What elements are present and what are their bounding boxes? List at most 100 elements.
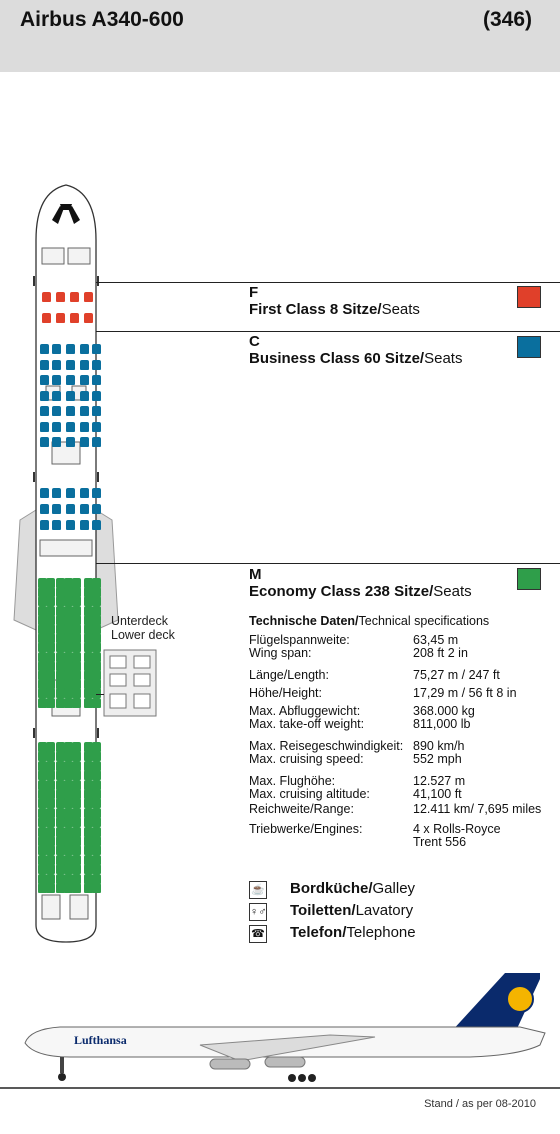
seat: [38, 642, 47, 653]
first-class-label: F First Class 8 Sitze/Seats: [249, 284, 420, 318]
seat: [52, 421, 61, 432]
seat: [56, 313, 65, 323]
seat: [38, 697, 47, 708]
seat: [46, 679, 55, 690]
seat: [46, 587, 55, 598]
seat: [64, 789, 73, 799]
seat: [72, 798, 81, 809]
seat: [38, 679, 47, 690]
seat: [46, 651, 55, 662]
seat: [92, 390, 101, 401]
seat: [84, 660, 93, 671]
seat: [84, 614, 93, 625]
seat: [72, 836, 81, 846]
seat: [52, 344, 61, 354]
seat: [92, 779, 101, 790]
lower-deck-de: Unterdeck: [111, 614, 168, 628]
seat: [38, 587, 47, 598]
seat: [92, 883, 101, 893]
seat: [66, 437, 75, 447]
seat: [56, 864, 65, 875]
seat: [92, 504, 101, 514]
seat: [72, 624, 81, 634]
seat: [56, 697, 65, 708]
seat: [72, 807, 81, 818]
seat: [56, 751, 65, 762]
seat: [66, 421, 75, 432]
seat: [92, 688, 101, 699]
seat: [84, 605, 93, 616]
seat: [56, 854, 65, 865]
seat: [84, 633, 93, 644]
seat: [72, 596, 81, 607]
seat: [46, 798, 55, 809]
seat: [72, 697, 81, 708]
seat: [46, 864, 55, 875]
seat: [92, 873, 101, 884]
seat: [64, 779, 73, 790]
seat: [84, 845, 93, 856]
seat: [84, 760, 93, 771]
seat: [84, 798, 93, 809]
seat: [64, 651, 73, 662]
lower-deck-label: Unterdeck Lower deck: [111, 614, 175, 642]
left-wing: [13, 509, 37, 631]
seat: [84, 313, 93, 323]
seat: [92, 770, 101, 781]
seat: [56, 873, 65, 884]
seat: [92, 660, 101, 671]
seat: [92, 742, 101, 752]
seat: [64, 679, 73, 690]
seat: [84, 642, 93, 653]
seat: [72, 817, 81, 828]
seat: [92, 578, 101, 588]
seat: [84, 596, 93, 607]
first-class-line: [96, 282, 560, 283]
seat: [38, 854, 47, 865]
seat: [46, 596, 55, 607]
seat: [56, 845, 65, 856]
seat: [38, 596, 47, 607]
seat: [92, 520, 101, 530]
seat: [72, 854, 81, 865]
business-class-label: C Business Class 60 Sitze/Seats: [249, 333, 463, 367]
seat: [72, 605, 81, 616]
seat: [52, 359, 61, 370]
seat: [38, 742, 47, 752]
seat: [72, 789, 81, 799]
seat: [92, 359, 101, 370]
galley-icon: ☕: [249, 881, 267, 899]
seat: [80, 504, 89, 514]
seat: [46, 614, 55, 625]
seat: [80, 488, 89, 498]
seat: [38, 688, 47, 699]
seat: [40, 488, 49, 498]
seat: [80, 421, 89, 432]
seat: [56, 836, 65, 846]
seat: [92, 421, 101, 432]
seat: [84, 751, 93, 762]
seat: [64, 845, 73, 856]
seat: [92, 854, 101, 865]
seat: [72, 760, 81, 771]
seat: [92, 488, 101, 498]
seat: [56, 605, 65, 616]
seat: [46, 660, 55, 671]
seat: [64, 760, 73, 771]
seat: [84, 864, 93, 875]
tech-spec-value: 17,29 m / 56 ft 8 in: [413, 686, 517, 700]
aircraft-title: Airbus A340-600: [20, 8, 184, 31]
seat: [46, 697, 55, 708]
seat: [38, 826, 47, 837]
seat: [72, 587, 81, 598]
lavatory-icon: ♀♂: [249, 903, 267, 921]
seat: [92, 679, 101, 690]
seat: [38, 614, 47, 625]
seat: [84, 826, 93, 837]
seat: [64, 614, 73, 625]
header-bar: Airbus A340-600 (346): [0, 0, 560, 72]
tech-spec-value: 75,27 m / 247 ft: [413, 668, 500, 682]
seat: [66, 520, 75, 530]
